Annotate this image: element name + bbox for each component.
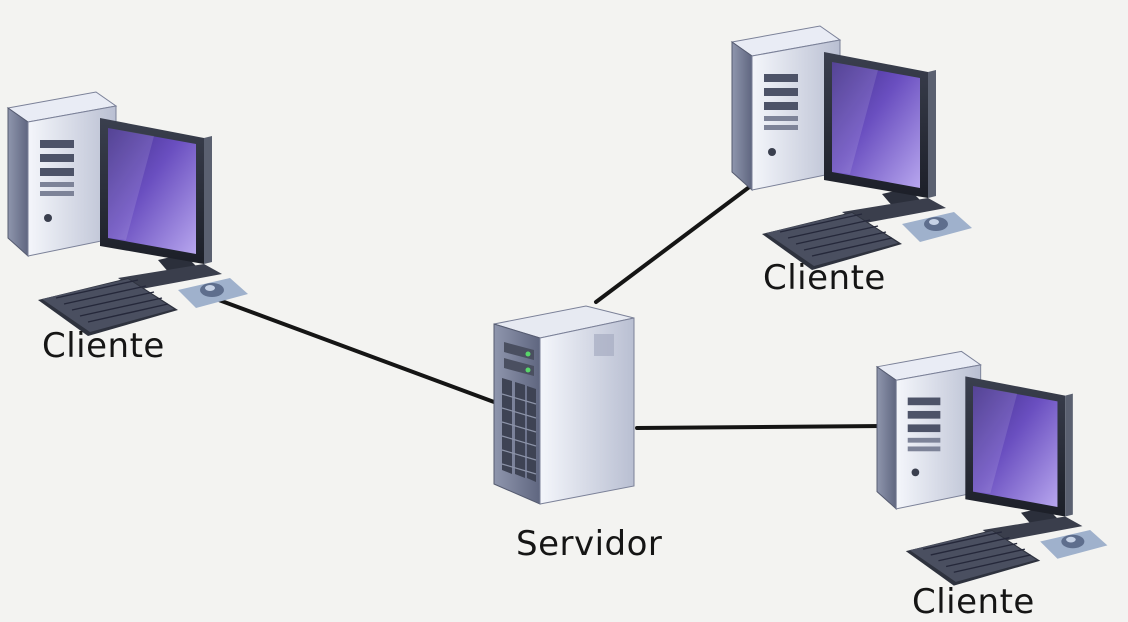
- server-tower-icon: [493, 305, 635, 505]
- connection-top-client: [594, 168, 774, 304]
- client-computer-icon: [876, 350, 1109, 587]
- connection-bottom-client: [635, 424, 886, 430]
- connections: [206, 168, 886, 430]
- client-label-top-right: Cliente: [763, 258, 886, 298]
- server-label: Servidor: [516, 524, 663, 564]
- client-label-bottom-right: Cliente: [912, 582, 1035, 622]
- client-computer-icon: [731, 25, 973, 271]
- client-label-left: Cliente: [42, 326, 165, 366]
- client-computer-icon: [7, 91, 249, 337]
- connection-left-client: [206, 294, 496, 404]
